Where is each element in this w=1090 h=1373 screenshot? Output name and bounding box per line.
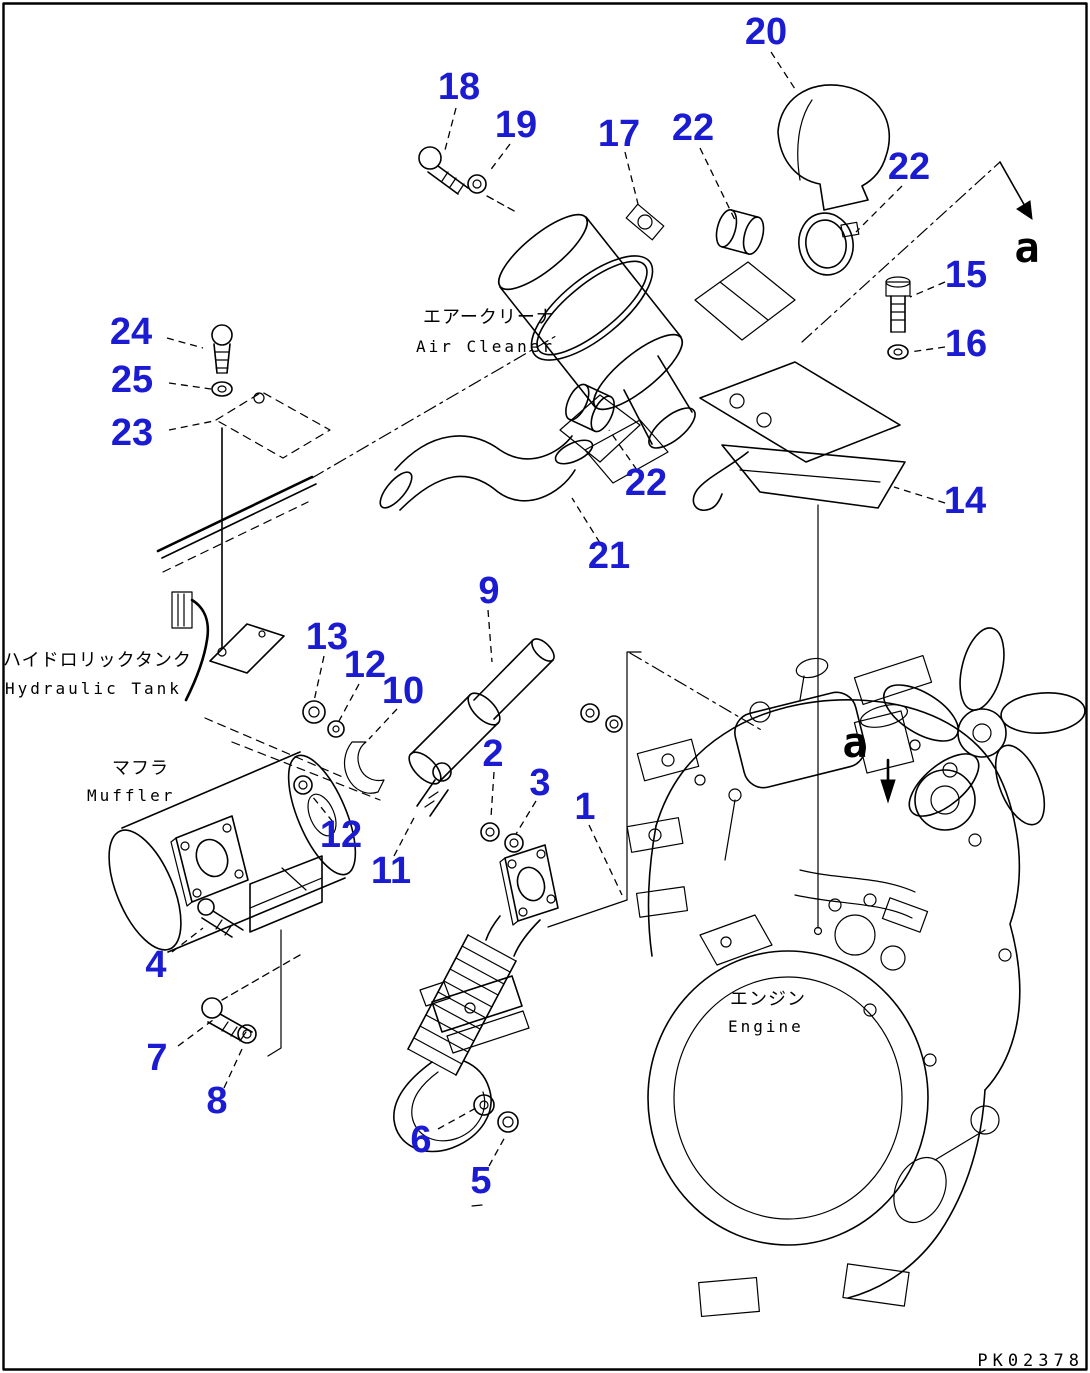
callout-12: 12 [320,814,362,856]
leader-line-19 [489,144,510,172]
callout-18: 18 [438,66,480,108]
callout-25: 25 [111,359,153,401]
leader-line-6 [438,1108,476,1129]
page-border [4,4,1087,1370]
callout-14: 14 [944,480,986,522]
bracket-drawing [693,277,910,510]
callout-23: 23 [111,412,153,454]
leader-line-21 [572,498,600,543]
leader-line-11 [394,814,416,856]
callout-7: 7 [146,1037,167,1079]
leader-line-13 [314,656,324,701]
bolt18-washer19-drawing [419,147,516,212]
hose-drawing [375,435,596,512]
bolt7-washer8-drawing [202,998,256,1043]
air-cleaner-drawing [489,203,795,483]
callout-2: 2 [482,733,503,775]
muffler-label-en: Muffler [87,786,175,805]
callout-4: 4 [145,944,166,986]
callout-12: 12 [344,644,386,686]
leader-line-17 [625,152,638,204]
air-cleaner-label-en: Air Cleaner [416,337,555,356]
callout-10: 10 [382,670,424,712]
muffler-drawing [94,747,451,1056]
leader-line-15 [910,282,945,297]
callout-11: 11 [371,850,411,892]
callout-21: 21 [588,535,630,577]
callout-22: 22 [625,462,667,504]
leader-line-18 [445,108,456,150]
leader-line-9 [488,610,492,662]
leader-line-3 [516,801,536,834]
callout-16: 16 [945,323,987,365]
leader-line-24 [167,338,203,348]
callout-9: 9 [478,570,499,612]
callout-3: 3 [529,762,550,804]
view-arrow-engine-icon [881,760,895,802]
reference-lines [548,162,1000,935]
plate-hardware-drawing [210,325,330,673]
leader-line-2 [491,772,494,817]
view-marker-a: a [1014,223,1039,272]
leader-line-12 [312,796,333,822]
leader-line-12 [339,684,359,721]
air-cleaner-label-jp: エアークリーナ [423,307,555,328]
inlet-pipe-drawing [303,635,558,793]
callout-13: 13 [306,616,348,658]
leader-line-22 [700,148,736,222]
engine-label-jp: エンジン [730,989,806,1010]
leader-line-7 [178,1020,213,1046]
callout-17: 17 [598,113,640,155]
leader-line-22 [856,186,902,232]
doc-number: PK02378 [977,1351,1084,1371]
callout-22: 22 [672,107,714,149]
leader-line-4 [172,928,203,952]
hydraulic-tank-label-en: Hydraulic Tank [5,679,182,698]
callout-1: 1 [574,786,595,828]
hydraulic-tank-drawing [158,336,556,800]
view-marker-a: a [842,718,867,767]
callout-8: 8 [206,1080,227,1122]
leader-line-20 [771,52,797,92]
hydraulic-tank-label-jp: ハイドロリックタンク [3,650,192,671]
hose-clamp-drawings [561,208,865,435]
leader-line-14 [894,487,945,503]
leader-line-25 [169,383,211,389]
leader-line-22 [609,430,637,470]
callout-24: 24 [110,311,152,353]
engine-drawing [627,623,1086,1316]
callout-15: 15 [945,254,987,296]
view-arrow-icon [1000,162,1032,219]
callout-6: 6 [410,1119,431,1161]
leader-line-23 [169,421,214,430]
engine-label-en: Engine [728,1017,804,1036]
callout-5: 5 [470,1160,491,1202]
callout-19: 19 [495,104,537,146]
leader-line-5 [489,1137,505,1166]
leader-line-1 [589,825,622,895]
leader-line-16 [910,347,945,352]
callout-22: 22 [888,146,930,188]
elbow-cap-drawing [778,85,889,210]
exhaust-pipe-drawing [394,704,622,1206]
leader-line-10 [369,709,397,739]
muffler-label-jp: マフラ [112,758,169,779]
callout-20: 20 [745,11,787,53]
